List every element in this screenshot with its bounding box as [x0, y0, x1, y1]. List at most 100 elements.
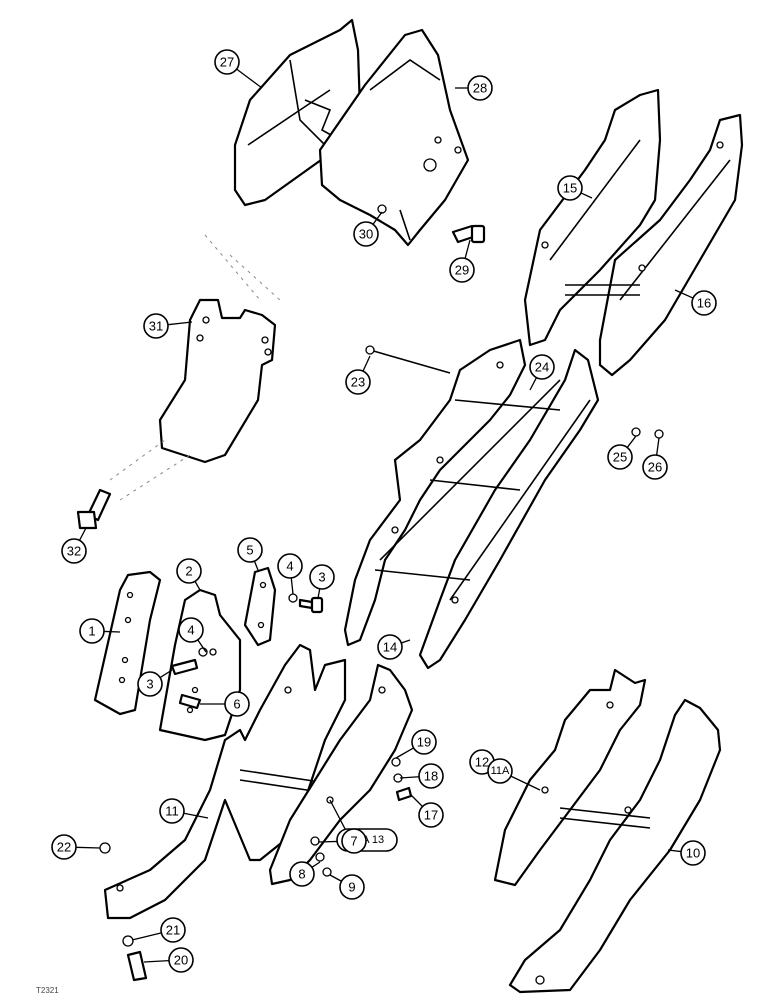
svg-text:11A: 11A [491, 765, 510, 777]
callout-24: 24 [529, 354, 555, 380]
callout-30: 30 [353, 221, 379, 247]
callout-29: 29 [449, 257, 475, 283]
svg-text:26: 26 [648, 460, 662, 475]
leader-22 [75, 846, 101, 849]
part-27-shield [233, 18, 362, 207]
leader-15 [580, 192, 593, 199]
leader-17 [409, 793, 423, 807]
svg-text:8: 8 [298, 867, 305, 882]
callout-20: 20 [168, 947, 194, 973]
part-5-bracket [243, 566, 277, 647]
svg-text:29: 29 [455, 263, 469, 278]
part-31-plate [158, 298, 277, 464]
part-1-plate [93, 570, 162, 716]
leader-14 [401, 639, 411, 644]
leader-11 [183, 812, 209, 819]
svg-text:15: 15 [563, 181, 577, 196]
svg-text:4: 4 [187, 623, 194, 638]
callout-19: 19 [411, 729, 437, 755]
callout-10: 10 [680, 840, 706, 866]
callout-28: 28 [467, 75, 493, 101]
leader-10 [667, 849, 682, 853]
svg-text:11: 11 [165, 804, 179, 819]
callout-26: 26 [642, 454, 668, 480]
svg-text:1: 1 [88, 624, 95, 639]
callout-6: 6 [224, 691, 250, 717]
svg-text:30: 30 [359, 227, 373, 242]
part-23-bolt [365, 345, 451, 374]
leader-3-lower [159, 669, 173, 679]
part-15-16-assembly [523, 88, 744, 377]
leader-24 [529, 377, 538, 391]
svg-text:7: 7 [350, 834, 357, 849]
explosion-lines [109, 234, 281, 501]
leader-3-upper [317, 588, 321, 599]
svg-text:32: 32 [67, 544, 81, 559]
callout-22: 22 [51, 834, 77, 860]
leader-10a-13 [329, 799, 348, 833]
leader-26 [655, 437, 660, 456]
callout-3-lower: 3 [137, 671, 163, 697]
callout-2: 2 [176, 558, 202, 584]
svg-text:2: 2 [185, 564, 192, 579]
callout-21: 21 [160, 917, 186, 943]
svg-text:4: 4 [286, 559, 293, 574]
leader-32 [78, 527, 87, 541]
leader-11a [510, 775, 541, 791]
part-26-nut [654, 429, 664, 439]
fasteners-upper [170, 593, 324, 710]
callout-4-upper: 4 [277, 553, 303, 579]
leader-18 [399, 776, 420, 779]
part-29-bolt [451, 224, 486, 244]
callout-4-lower: 4 [178, 617, 204, 643]
svg-text:14: 14 [383, 640, 397, 655]
leader-4-upper [290, 577, 294, 595]
part-14-24-assembly [343, 338, 600, 670]
svg-text:20: 20 [174, 953, 188, 968]
svg-text:28: 28 [473, 81, 487, 96]
part-32-bolt [76, 488, 112, 530]
leader-8 [311, 861, 321, 868]
leader-16 [674, 289, 694, 299]
svg-text:6: 6 [233, 697, 240, 712]
part-30-washer [377, 204, 387, 214]
callout-15: 15 [557, 175, 583, 201]
callout-9: 9 [339, 874, 365, 900]
leader-27 [236, 68, 263, 89]
leader-4-lower [197, 639, 207, 653]
svg-text:9: 9 [348, 880, 355, 895]
callout-23: 23 [345, 369, 371, 395]
svg-text:12: 12 [475, 755, 489, 770]
svg-text:24: 24 [535, 360, 549, 375]
callout-8: 8 [289, 861, 315, 887]
callout-18: 18 [418, 763, 444, 789]
callout-25: 25 [607, 444, 633, 470]
leader-lines [75, 68, 694, 963]
leader-29 [464, 239, 471, 259]
svg-text:3: 3 [318, 570, 325, 585]
callout-1: 1 [79, 618, 105, 644]
leader-5 [253, 560, 259, 571]
leader-19 [395, 747, 414, 759]
leader-2 [194, 581, 201, 591]
leader-23 [362, 355, 371, 372]
callout-5: 5 [237, 537, 263, 563]
leader-25 [626, 435, 637, 448]
svg-text:18: 18 [424, 769, 438, 784]
svg-text:23: 23 [351, 375, 365, 390]
part-10-11a-12-assembly [493, 668, 722, 994]
svg-text:19: 19 [417, 735, 431, 750]
svg-text:25: 25 [613, 450, 627, 465]
leader-20 [143, 959, 170, 963]
leader-9 [329, 874, 342, 882]
callout-17: 17 [418, 802, 444, 828]
svg-text:10: 10 [686, 846, 700, 861]
callout-27: 27 [214, 49, 240, 75]
svg-text:21: 21 [166, 923, 180, 938]
svg-text:17: 17 [424, 808, 438, 823]
callout-32: 32 [61, 538, 87, 564]
leader-31 [167, 321, 193, 326]
figure-id: T2321 [36, 986, 59, 995]
leader-21 [131, 932, 162, 941]
